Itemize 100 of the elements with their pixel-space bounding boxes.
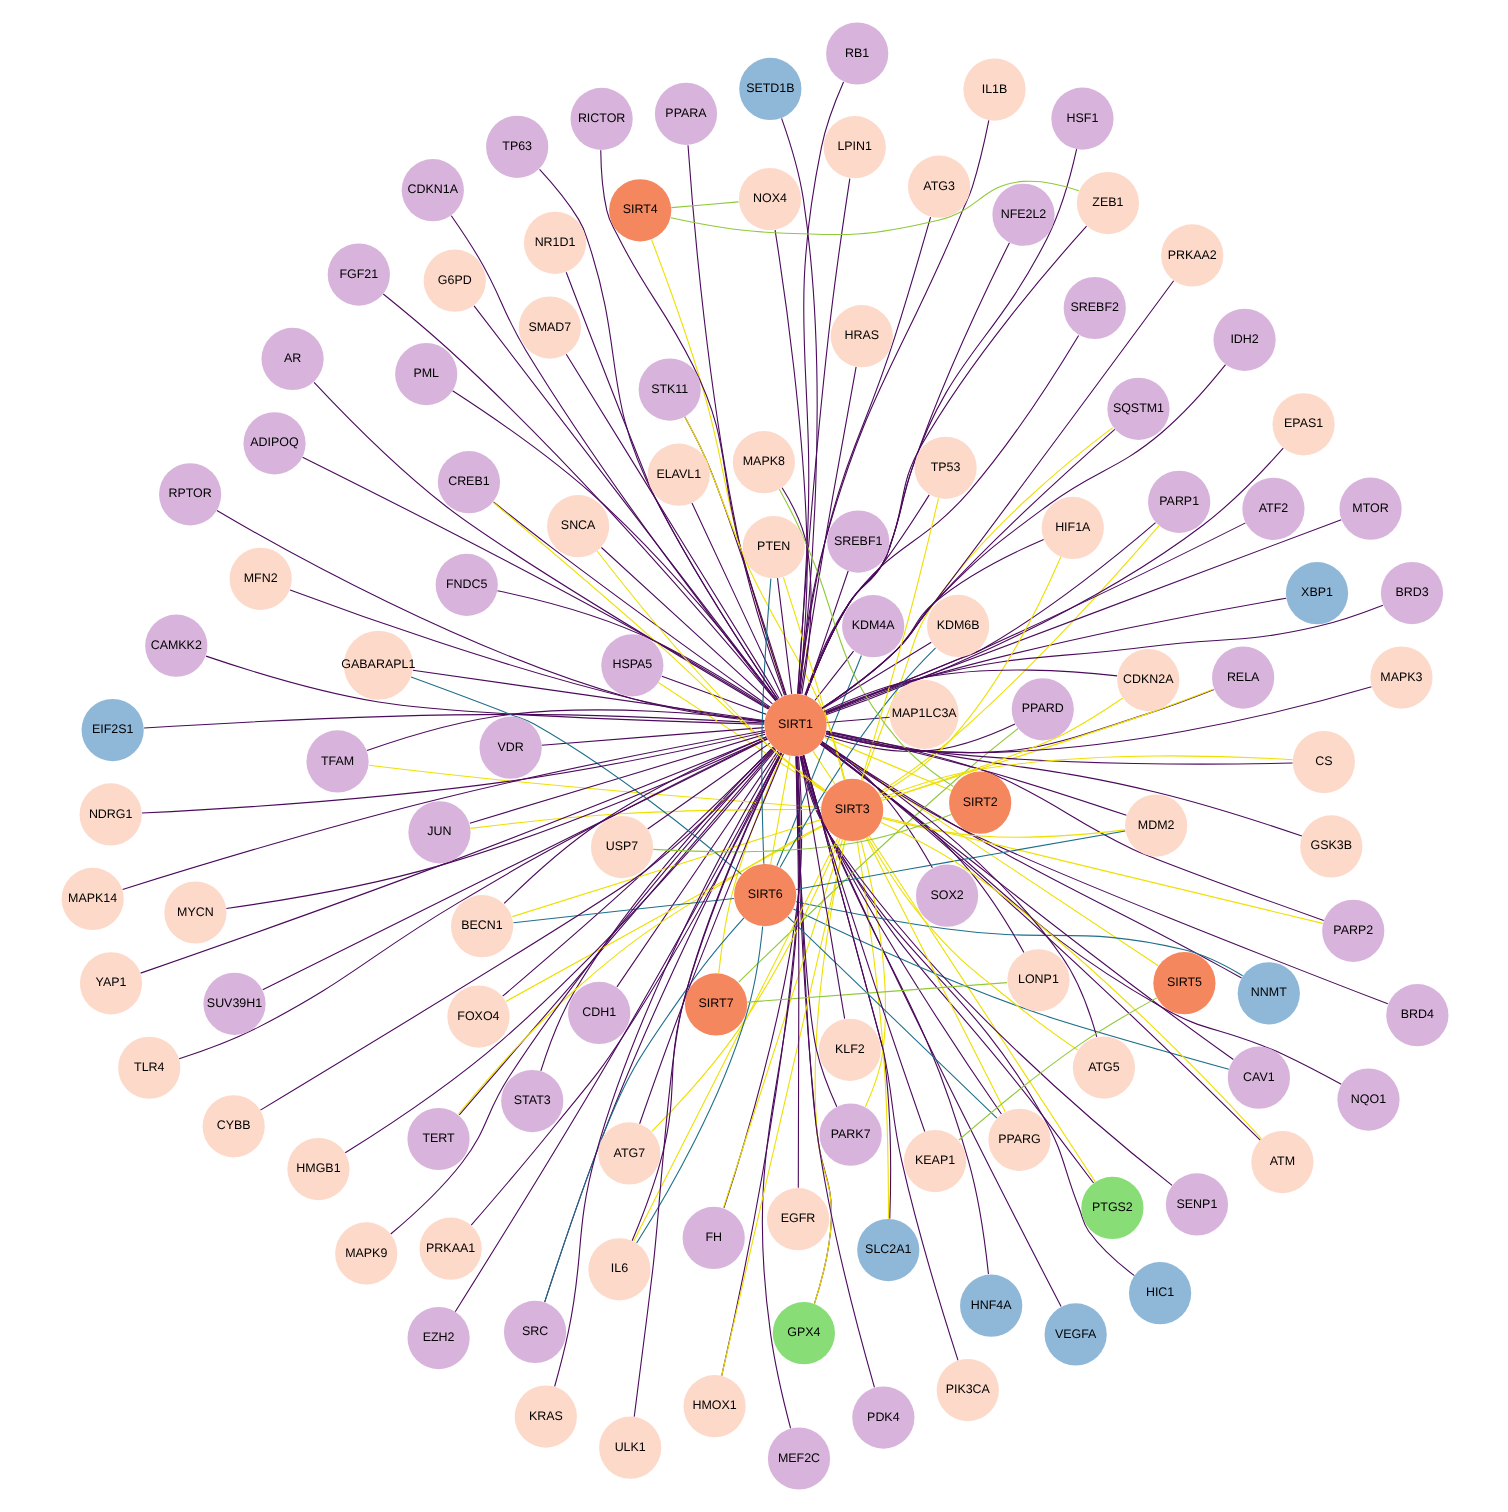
connector xyxy=(177,738,767,1060)
connector xyxy=(510,818,822,918)
connector xyxy=(543,917,744,1303)
connector xyxy=(879,821,1262,1140)
connector xyxy=(690,502,782,698)
connector xyxy=(798,755,1172,1186)
connector xyxy=(760,755,799,1429)
connector xyxy=(504,824,825,1002)
connector xyxy=(820,538,1044,709)
connector xyxy=(365,709,765,752)
connector xyxy=(367,764,821,809)
connector xyxy=(721,839,842,1209)
connector xyxy=(867,835,1095,1183)
connector xyxy=(409,676,742,875)
connector xyxy=(861,427,1113,782)
connector xyxy=(880,688,1214,801)
connector xyxy=(204,655,764,725)
connector xyxy=(646,742,770,830)
connector xyxy=(823,597,1286,714)
connector xyxy=(769,755,790,865)
connector xyxy=(824,688,1214,754)
connector xyxy=(451,390,777,701)
connector xyxy=(859,497,939,781)
connector xyxy=(819,742,1388,1005)
connector xyxy=(824,730,1302,837)
connector xyxy=(140,731,765,814)
connector xyxy=(301,456,769,710)
connector xyxy=(820,364,1226,709)
connector xyxy=(820,428,1115,709)
connector xyxy=(797,216,931,695)
connector xyxy=(823,736,951,792)
connector xyxy=(820,741,1097,1038)
connector xyxy=(825,730,1324,921)
connector xyxy=(786,916,997,1119)
connector xyxy=(804,225,1087,696)
connector xyxy=(468,733,765,824)
connector xyxy=(288,589,764,722)
connector xyxy=(822,669,1117,712)
connector xyxy=(634,925,763,1244)
connector xyxy=(794,830,1125,890)
connector xyxy=(804,494,929,696)
connector xyxy=(343,749,776,1154)
connector xyxy=(468,808,821,829)
connector xyxy=(139,736,767,974)
connector xyxy=(773,229,807,695)
connector xyxy=(865,836,1078,1051)
connector xyxy=(638,753,783,1125)
connector xyxy=(801,754,925,1133)
connector xyxy=(877,525,1159,794)
connector xyxy=(880,697,1123,801)
connector xyxy=(818,743,1341,1085)
connector xyxy=(819,741,1158,967)
connector xyxy=(780,487,811,695)
connector xyxy=(564,271,778,700)
connector xyxy=(656,681,826,794)
connector xyxy=(804,242,1009,696)
connector xyxy=(457,748,775,1116)
connector xyxy=(878,556,1061,796)
connector xyxy=(564,353,779,700)
connector xyxy=(825,716,890,724)
connector xyxy=(686,144,785,696)
connector xyxy=(823,522,1156,714)
connector xyxy=(823,519,1341,715)
connector xyxy=(803,334,1079,696)
connector xyxy=(540,727,764,746)
connector xyxy=(720,839,845,1377)
connector xyxy=(811,750,835,785)
connector xyxy=(820,741,932,869)
connector xyxy=(801,755,988,1275)
connector xyxy=(511,897,734,924)
connector xyxy=(389,747,774,1235)
connector xyxy=(261,738,768,991)
connector xyxy=(781,576,844,781)
connector xyxy=(880,817,1125,838)
connector xyxy=(760,578,771,865)
connector xyxy=(823,522,1246,714)
connector xyxy=(801,755,1061,1308)
connector xyxy=(794,755,799,1189)
connector xyxy=(794,755,874,1388)
connector xyxy=(802,754,958,1361)
connector xyxy=(819,743,1024,954)
connector xyxy=(381,293,776,702)
connector xyxy=(632,837,838,1242)
connector xyxy=(215,509,764,723)
connector xyxy=(669,201,739,209)
connector xyxy=(824,731,1126,816)
connector xyxy=(543,752,781,1303)
connector xyxy=(820,280,1174,709)
connector xyxy=(660,675,766,715)
connector xyxy=(799,755,1134,1277)
connector xyxy=(615,750,778,988)
connector xyxy=(142,713,764,729)
connector xyxy=(469,752,782,1226)
connector xyxy=(411,669,764,722)
connector xyxy=(650,838,840,1132)
connector xyxy=(491,501,770,708)
connector xyxy=(501,746,774,997)
connector xyxy=(777,488,953,788)
connector xyxy=(720,755,800,1377)
connector xyxy=(813,650,854,702)
